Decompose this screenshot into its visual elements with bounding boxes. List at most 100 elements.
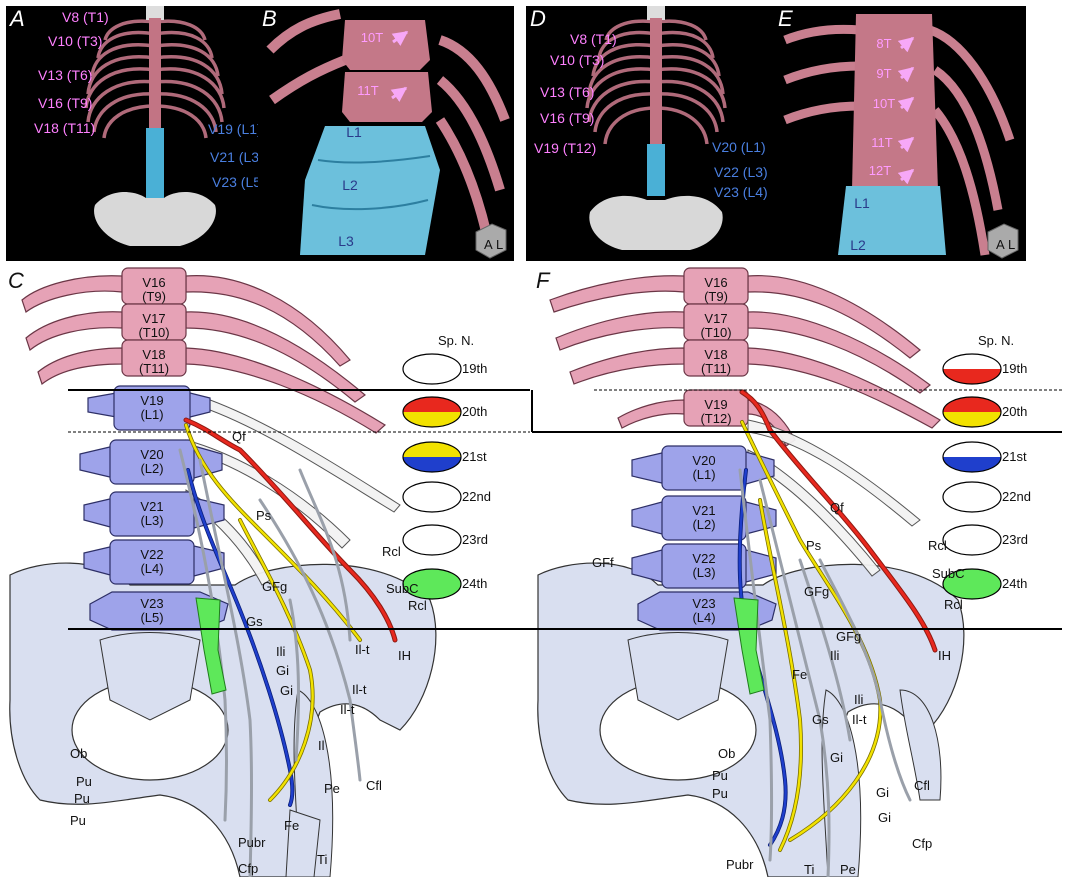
ribs-illustration <box>550 268 940 446</box>
vertebra-number: V17 <box>704 311 727 326</box>
legend-title: Sp. N. <box>438 333 474 348</box>
vertebra-number: V16 <box>704 275 727 290</box>
vertebra-number: V20 <box>140 447 163 462</box>
vertebra-level: (T10) <box>700 325 731 340</box>
ct-label: V23 (L4) <box>714 184 768 200</box>
nerve-label: Pu <box>74 791 90 806</box>
ct-label: V13 (T6) <box>38 67 92 83</box>
legend-swatch-19th <box>403 354 461 384</box>
ct-label: V21 (L3) <box>210 149 264 165</box>
ct-label: V20 (L1) <box>712 139 766 155</box>
nerve-label: Ili <box>276 644 286 659</box>
vertebra-level: (L4) <box>140 561 163 576</box>
cube-face-a: A <box>996 237 1005 252</box>
ct-label: V18 (T11) <box>34 120 95 136</box>
nerve-label: Ti <box>317 852 327 867</box>
ct-label: V8 (T1) <box>62 9 109 25</box>
nerve-label: Gi <box>280 683 293 698</box>
panel-b-label: B <box>262 6 277 31</box>
ct-label: V19 (T12) <box>534 140 596 156</box>
vertebra-number: V18 <box>704 347 727 362</box>
panel-e-label: E <box>778 6 793 31</box>
nerve-label: GFf <box>592 555 614 570</box>
nerve-label: Gs <box>246 614 263 629</box>
legend-label: 23rd <box>462 532 488 547</box>
nerve-label: Gi <box>276 663 289 678</box>
ct-label: V8 (T1) <box>570 31 617 47</box>
lumbar-spine-3d <box>647 144 665 196</box>
spinal-nerve-legend: Sp. N. 19th 20th 21st 22nd 23rd 24th <box>403 333 491 599</box>
panel-f: F <box>536 268 1031 877</box>
nerve-label: Gi <box>830 750 843 765</box>
nerve-label: Cfp <box>238 861 258 876</box>
nerve-label: Ti <box>804 862 814 877</box>
panel-e: E 8T 9T 10T 11T 12T L1 L2 A L <box>774 6 1026 261</box>
nerve-label: GFg <box>262 579 287 594</box>
vertebra-level: (T12) <box>700 411 731 426</box>
vertebra-number: V19 <box>140 393 163 408</box>
vertebra-number: V22 <box>140 547 163 562</box>
nerve-label: Ps <box>256 508 272 523</box>
nerve-label: Ili <box>830 648 840 663</box>
nerve-label: IH <box>938 648 951 663</box>
nerve-label: Cfl <box>914 778 930 793</box>
panel-d: D V8 (T1) V10 (T3) V13 (T6) V16 (T9) V19… <box>526 6 774 261</box>
panel-c-label: C <box>8 268 24 293</box>
nerve-label: Ili <box>854 692 864 707</box>
vertebra-level: (L3) <box>140 513 163 528</box>
panel-d-label: D <box>530 6 546 31</box>
legend-swatch-22nd <box>943 482 1001 512</box>
legend-title: Sp. N. <box>978 333 1014 348</box>
lumbar-3d-closeup <box>300 126 440 255</box>
ct-label: 10T <box>873 96 895 111</box>
nerve-label: Il-t <box>340 702 355 717</box>
legend-swatch-22nd <box>403 482 461 512</box>
ct-label: 8T <box>876 36 891 51</box>
nerve-label: Qf <box>232 429 246 444</box>
nerve-label: Qf <box>830 500 844 515</box>
nerve-label: Il-t <box>355 642 370 657</box>
legend-label: 24th <box>1002 576 1027 591</box>
vertebra-level: (T9) <box>142 289 166 304</box>
vertebra-number: V19 <box>704 397 727 412</box>
ct-label: 12T <box>869 163 891 178</box>
nerve-label: Pubr <box>726 857 754 872</box>
legend-swatch-23rd <box>403 525 461 555</box>
lumbar-spine-3d <box>146 128 164 198</box>
vertebra-level: (L2) <box>692 517 715 532</box>
nerve-label: Gi <box>878 810 891 825</box>
legend-swatch-23rd <box>943 525 1001 555</box>
ct-label: V23 (L5) <box>212 174 266 190</box>
vertebra-number: V20 <box>692 453 715 468</box>
legend-label: 21st <box>1002 449 1027 464</box>
nerve-label: Cfp <box>912 836 932 851</box>
nerve-label: IH <box>398 648 411 663</box>
pelvis-3d <box>589 196 722 250</box>
vertebra-number: V16 <box>142 275 165 290</box>
nerve-label: Pu <box>70 813 86 828</box>
panel-b: B 10T 11T L1 L2 L3 A L <box>258 6 514 261</box>
nerve-label: SubC <box>386 581 419 596</box>
nerve-label: Pu <box>712 786 728 801</box>
ct-label: L1 <box>346 124 362 140</box>
nerve-label: Pu <box>76 774 92 789</box>
ct-label: V10 (T3) <box>550 52 604 68</box>
ct-label: V19 (L1) <box>208 121 262 137</box>
vertebra-number: V18 <box>142 347 165 362</box>
ct-label: 10T <box>361 30 383 45</box>
nerve-label: GFg <box>804 584 829 599</box>
ct-label: V16 (T9) <box>540 110 594 126</box>
ct-label: L2 <box>850 237 866 253</box>
nerve-label: Pu <box>712 768 728 783</box>
ct-label: 11T <box>871 135 892 150</box>
pelvis-3d <box>94 192 216 246</box>
nerve-label: Ob <box>718 746 735 761</box>
nerve-label: Il <box>318 738 325 753</box>
legend-label: 20th <box>1002 404 1027 419</box>
ct-label: L2 <box>342 177 358 193</box>
vertebra-level: (T11) <box>139 361 169 376</box>
ct-label: 11T <box>357 83 378 98</box>
panel-a-label: A <box>8 6 25 31</box>
vertebra-level: (L3) <box>692 565 715 580</box>
